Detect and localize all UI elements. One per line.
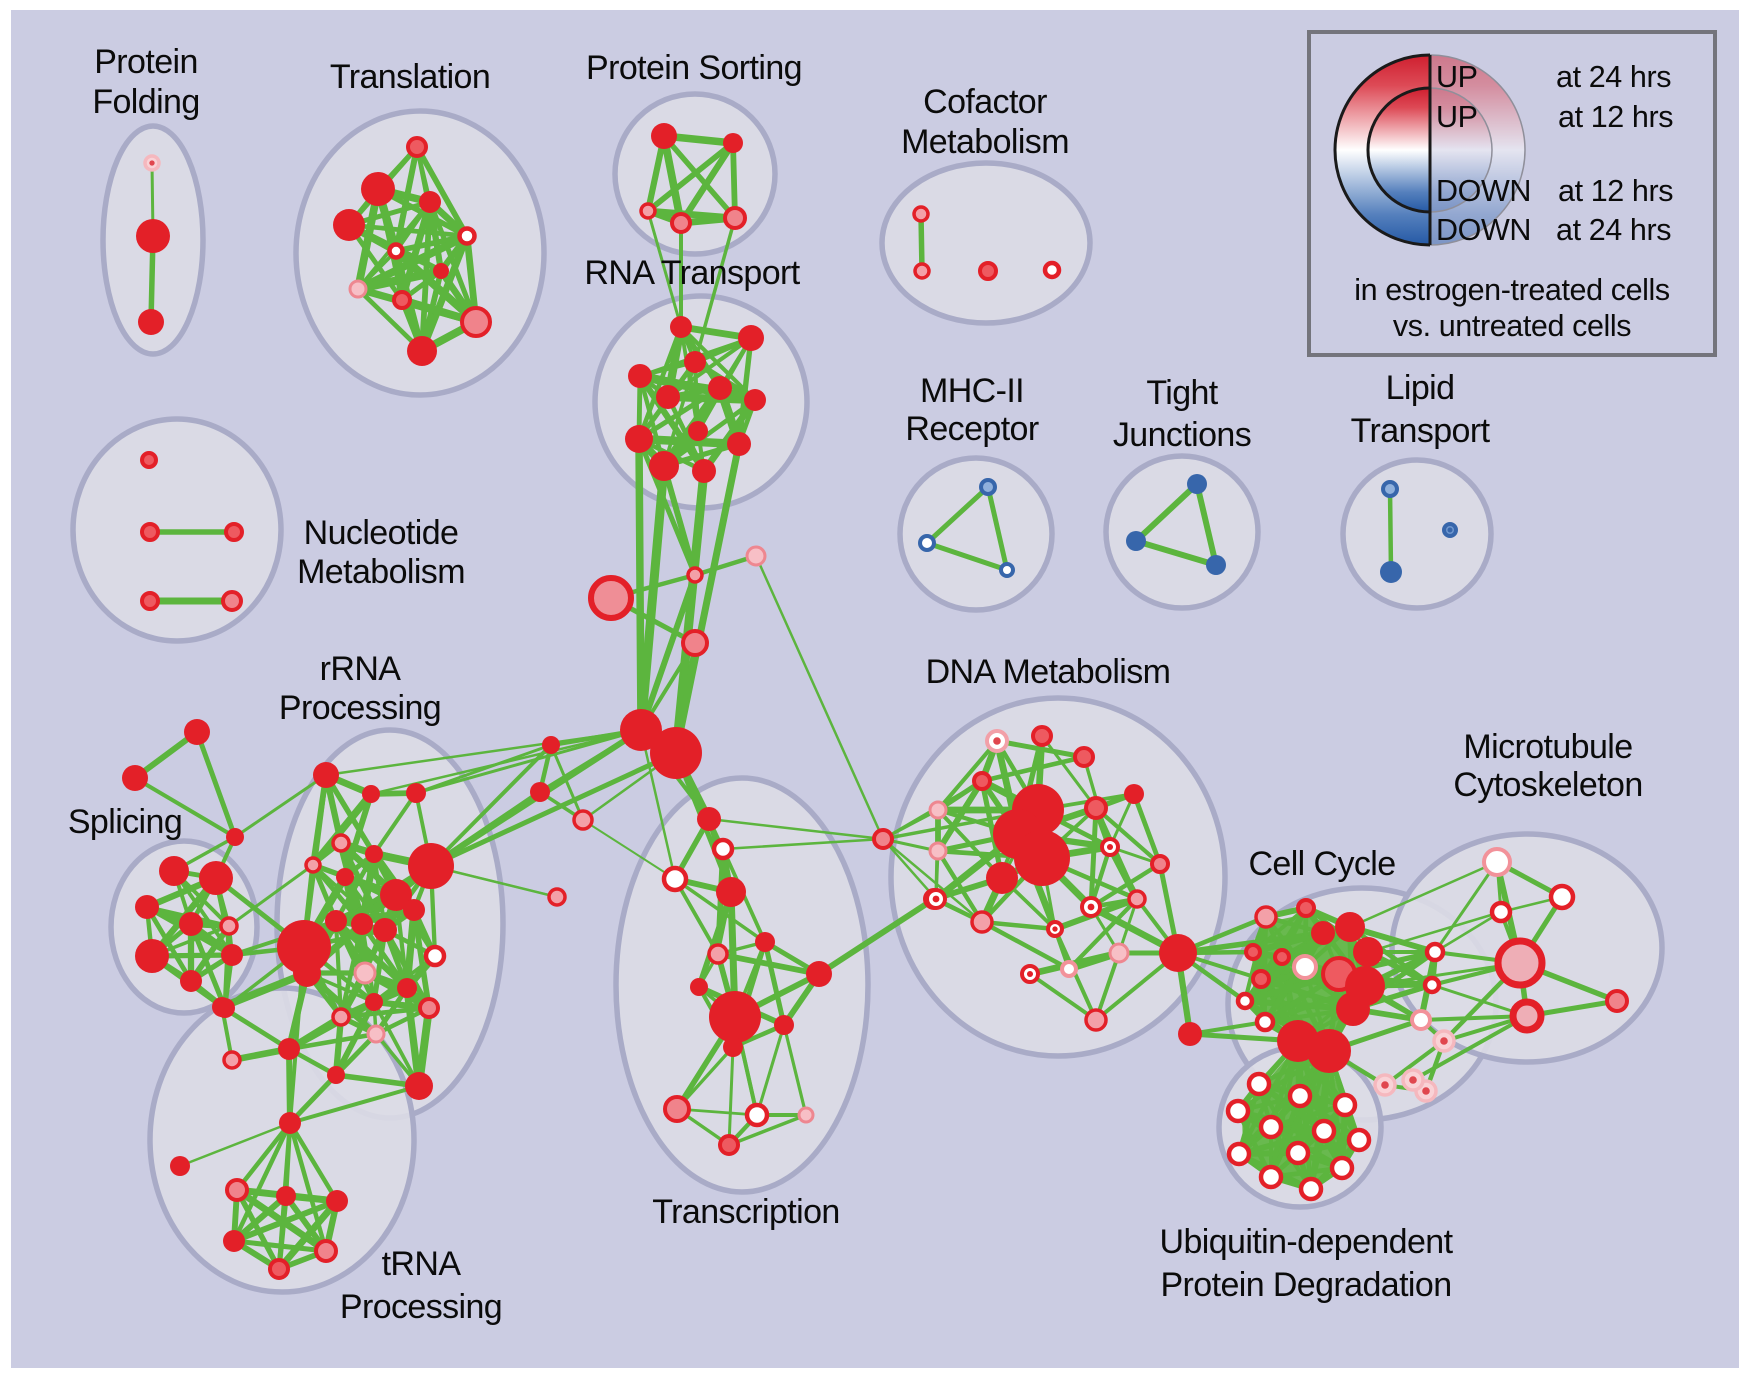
svg-text:Transport: Transport (1351, 412, 1491, 450)
svg-text:Ubiquitin-dependent: Ubiquitin-dependent (1160, 1223, 1454, 1261)
svg-text:Metabolism: Metabolism (901, 123, 1069, 161)
svg-text:Processing: Processing (340, 1288, 502, 1326)
svg-text:vs. untreated cells: vs. untreated cells (1393, 309, 1631, 343)
svg-text:at 24 hrs: at 24 hrs (1556, 60, 1671, 94)
svg-text:Cytoskeleton: Cytoskeleton (1453, 766, 1642, 804)
svg-text:Nucleotide: Nucleotide (304, 514, 459, 552)
svg-text:UP: UP (1436, 100, 1478, 134)
svg-text:Cell Cycle: Cell Cycle (1248, 845, 1395, 883)
svg-text:Translation: Translation (330, 58, 490, 96)
svg-text:Transcription: Transcription (652, 1193, 839, 1231)
svg-text:Junctions: Junctions (1113, 416, 1251, 454)
svg-text:at 24 hrs: at 24 hrs (1556, 213, 1671, 247)
svg-text:Processing: Processing (279, 689, 441, 727)
svg-text:rRNA: rRNA (320, 650, 402, 688)
svg-text:in estrogen-treated cells: in estrogen-treated cells (1354, 273, 1670, 307)
svg-text:Cofactor: Cofactor (923, 83, 1047, 121)
svg-text:DNA Metabolism: DNA Metabolism (926, 653, 1171, 691)
svg-text:Receptor: Receptor (905, 410, 1038, 448)
svg-text:UP: UP (1436, 60, 1478, 94)
svg-text:Protein Sorting: Protein Sorting (586, 49, 802, 87)
svg-text:DOWN: DOWN (1436, 213, 1531, 247)
svg-text:Tight: Tight (1146, 374, 1218, 412)
svg-text:at 12 hrs: at 12 hrs (1558, 174, 1673, 208)
svg-text:at 12 hrs: at 12 hrs (1558, 100, 1673, 134)
svg-text:Protein: Protein (94, 43, 198, 81)
svg-text:Protein Degradation: Protein Degradation (1160, 1266, 1451, 1304)
svg-text:Lipid: Lipid (1386, 369, 1455, 407)
svg-text:Folding: Folding (92, 83, 199, 121)
svg-text:Microtubule: Microtubule (1463, 728, 1632, 766)
svg-text:RNA Transport: RNA Transport (584, 254, 800, 292)
svg-text:MHC-II: MHC-II (920, 372, 1024, 410)
svg-text:Metabolism: Metabolism (297, 553, 465, 591)
svg-text:Splicing: Splicing (68, 803, 182, 841)
svg-text:tRNA: tRNA (382, 1245, 462, 1283)
svg-text:DOWN: DOWN (1436, 174, 1531, 208)
